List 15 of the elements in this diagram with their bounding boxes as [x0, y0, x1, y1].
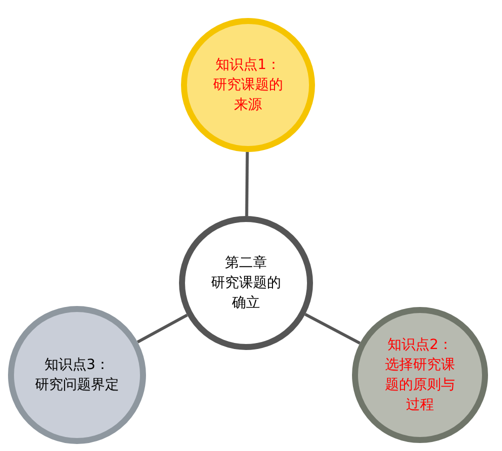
circle-node	[352, 307, 488, 443]
node-heading: 知识点3：	[44, 356, 110, 375]
connector-line	[136, 314, 188, 344]
node-heading: 知识点2：	[386, 336, 454, 355]
circle-node	[179, 216, 313, 350]
node-text: 研究问题界定	[34, 376, 120, 395]
node-text: 选择研究课题的原则与过程	[384, 356, 456, 415]
circle-node	[8, 306, 146, 444]
node-heading: 知识点1：	[214, 56, 282, 75]
connector-line	[304, 313, 361, 345]
circle-node	[181, 18, 315, 152]
node-text: 研究课题的来源	[212, 76, 284, 115]
node-text: 研究课题的确立	[210, 274, 282, 313]
node-heading: 第二章	[224, 254, 268, 273]
connector-line	[245, 152, 249, 216]
